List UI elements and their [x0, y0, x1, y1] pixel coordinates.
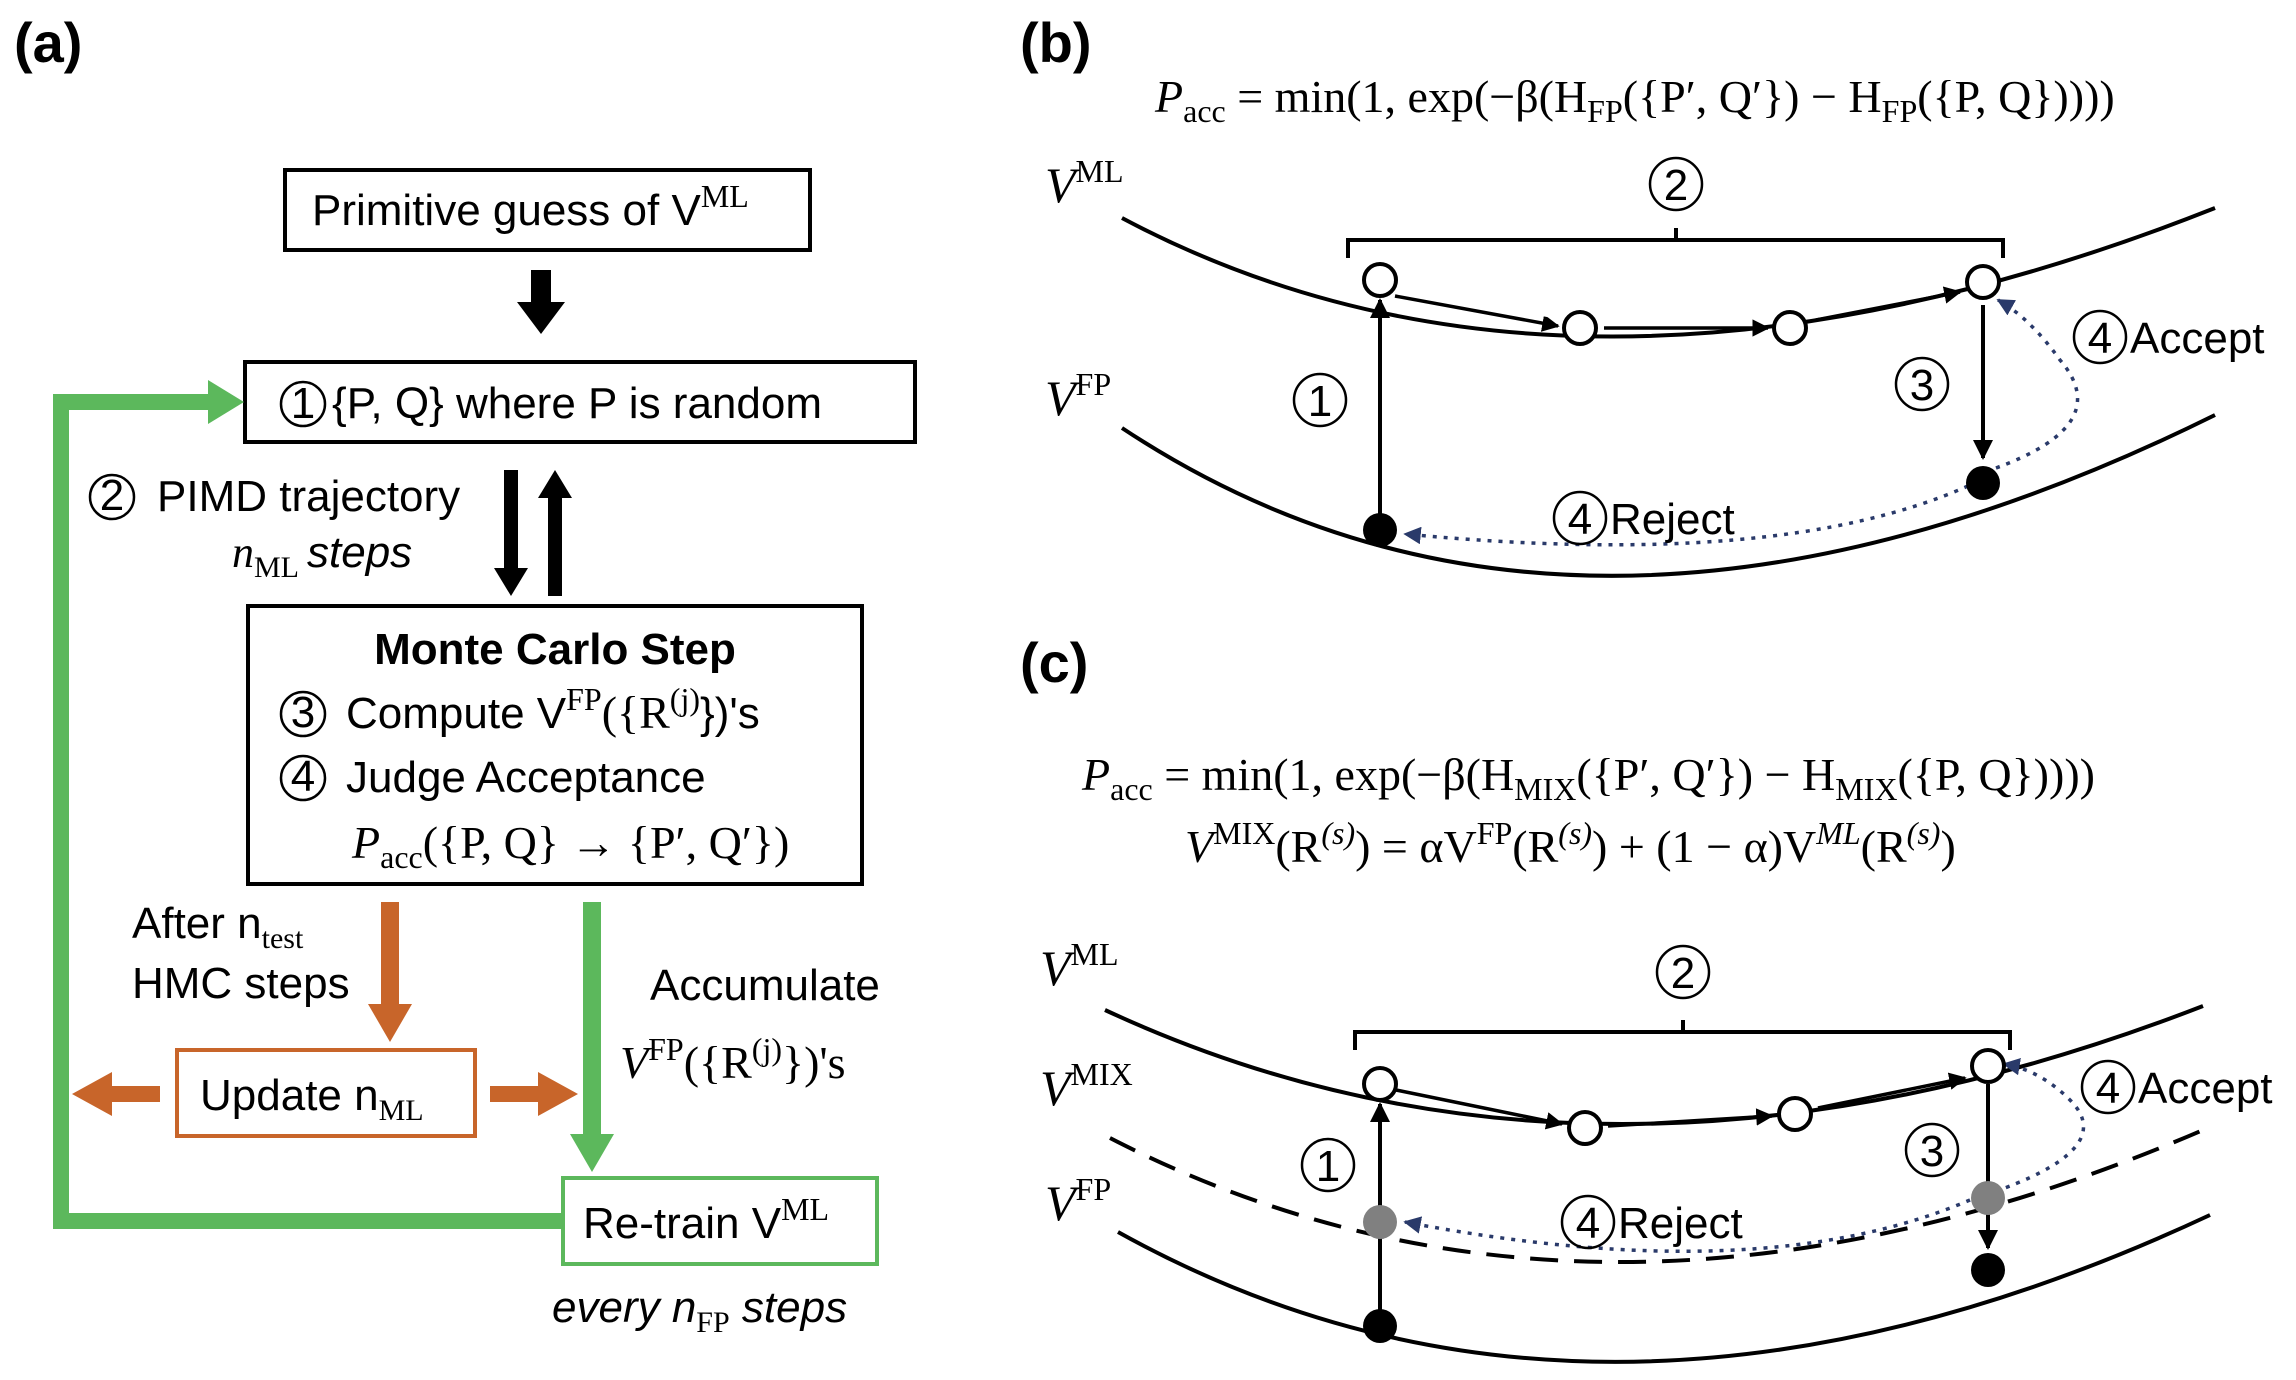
update-nml-box — [175, 1048, 477, 1138]
panel-b-vml-curve — [1121, 206, 2216, 339]
step1-circle-icon: 1 — [279, 379, 327, 428]
panel-c-vml-label: VML — [1040, 936, 1119, 996]
panel-b-equation: Pacc = min(1, exp(−β(HFP({P′, Q′}) − HFP… — [1154, 71, 2115, 129]
panel-c-vfp-curve — [1117, 1213, 2211, 1364]
panel-b-circle-3-icon: 3 — [1894, 356, 1950, 412]
step3-label: Compute VFP({R(j)})'s — [346, 681, 760, 738]
step1-label: {P, Q} where P is random — [332, 379, 822, 428]
step2-label: PIMD trajectory — [157, 472, 460, 521]
panel-label-a: (a) — [14, 11, 82, 74]
panel-b-reject-arrow — [1403, 484, 1969, 547]
primitive-guess-label: Primitive guess of VML — [312, 178, 749, 235]
step2-circle-icon: 2 — [88, 471, 136, 521]
panel-b-circle-2-icon: 2 — [1648, 156, 1704, 212]
panel-c-circle-4-reject-icon: 4 — [1560, 1194, 1616, 1250]
panel-label-c: (c) — [1020, 631, 1088, 694]
svg-text:4: 4 — [291, 752, 315, 801]
panel-b-nodes — [1362, 262, 2001, 547]
svg-text:1: 1 — [291, 379, 315, 428]
every-nfp-label: every nFP steps — [552, 1283, 847, 1339]
panel-b-circle-1-icon: 1 — [1292, 372, 1348, 428]
panel-c-circle-1-icon: 1 — [1300, 1137, 1356, 1193]
panel-c-equation-1: Pacc = min(1, exp(−β(HMIX({P′, Q′}) − HM… — [1081, 749, 2095, 807]
svg-text:4: 4 — [2096, 1064, 2120, 1113]
svg-text:2: 2 — [1664, 161, 1688, 210]
orange-right-arrow — [490, 1072, 578, 1116]
svg-text:2: 2 — [1671, 949, 1695, 998]
panel-b-circle-4-reject-icon: 4 — [1552, 490, 1608, 546]
primitive-guess-box — [283, 168, 812, 252]
panel-b-vfp-label: VFP — [1045, 366, 1111, 426]
panel-c-accept-arrow — [1984, 1057, 2086, 1197]
panel-c-circle-4-accept-icon: 4 — [2080, 1059, 2136, 1115]
pimd-double-arrow — [494, 470, 572, 596]
panel-b-reject-label: Reject — [1610, 495, 1735, 544]
panel-b-bracket — [1346, 228, 2005, 258]
panel-c-vmix-curve — [1109, 1128, 2204, 1265]
accumulate-expression: VFP({R(j)})'s — [620, 1031, 846, 1088]
svg-text:3: 3 — [1910, 361, 1934, 410]
accumulate-label: Accumulate — [650, 961, 880, 1010]
update-nml-label: Update nML — [200, 1071, 424, 1127]
panel-c-nodes — [1362, 1048, 2006, 1343]
down-arrow-1 — [517, 270, 565, 334]
step4-label: Judge Acceptance — [346, 753, 706, 802]
step4-circle-icon: 4 — [279, 752, 327, 802]
step1-box — [243, 360, 917, 444]
svg-text:3: 3 — [1920, 1127, 1944, 1176]
mc-title: Monte Carlo Step — [374, 625, 736, 674]
svg-text:4: 4 — [2088, 314, 2112, 363]
panel-c-vml-curve — [1104, 1004, 2204, 1126]
panel-b-vml-label: VML — [1045, 153, 1124, 213]
svg-text:1: 1 — [1308, 377, 1332, 426]
green-feedback-loop — [53, 380, 563, 1229]
step3-circle-icon: 3 — [279, 688, 327, 738]
pacc-expression: Pacc({P, Q} → {P′, Q′}) — [351, 817, 789, 875]
panel-c-reject-arrow — [1403, 1198, 1971, 1254]
panel-c-vfp-label: VFP — [1045, 1171, 1111, 1231]
orange-left-arrow — [72, 1072, 160, 1116]
green-down-arrow — [570, 902, 614, 1172]
panel-c-circle-2-icon: 2 — [1655, 944, 1711, 1000]
panel-b-circle-4-accept-icon: 4 — [2072, 309, 2128, 365]
panel-b-vfp-curve — [1120, 413, 2216, 578]
panel-c-vmix-label: VMIX — [1040, 1056, 1133, 1116]
panel-b-trajectory — [1394, 286, 1962, 337]
panel-b-accept-label: Accept — [2130, 314, 2265, 363]
monte-carlo-box — [246, 604, 864, 886]
panel-c-accept-label: Accept — [2138, 1064, 2273, 1113]
svg-text:4: 4 — [1576, 1199, 1600, 1248]
hmc-steps-label: HMC steps — [132, 959, 350, 1008]
panel-c-bracket — [1353, 1020, 2012, 1050]
panel-c-circle-3-icon: 3 — [1904, 1122, 1960, 1178]
svg-text:3: 3 — [291, 688, 315, 737]
panel-label-b: (b) — [1020, 11, 1092, 74]
svg-text:4: 4 — [1568, 495, 1592, 544]
panel-c-equation-2: VMIX(R(s)) = αVFP(R(s)) + (1 − α)VML(R(s… — [1185, 815, 1956, 872]
panel-c-reject-label: Reject — [1618, 1199, 1743, 1248]
after-ntest-label: After ntest — [132, 899, 304, 955]
svg-text:2: 2 — [100, 471, 124, 520]
svg-text:1: 1 — [1316, 1142, 1340, 1191]
panel-c-trajectory — [1395, 1072, 1967, 1130]
panel-b-accept-arrow — [1974, 298, 2080, 477]
retrain-label: Re-train VML — [583, 1191, 829, 1248]
orange-down-arrow — [368, 902, 412, 1042]
